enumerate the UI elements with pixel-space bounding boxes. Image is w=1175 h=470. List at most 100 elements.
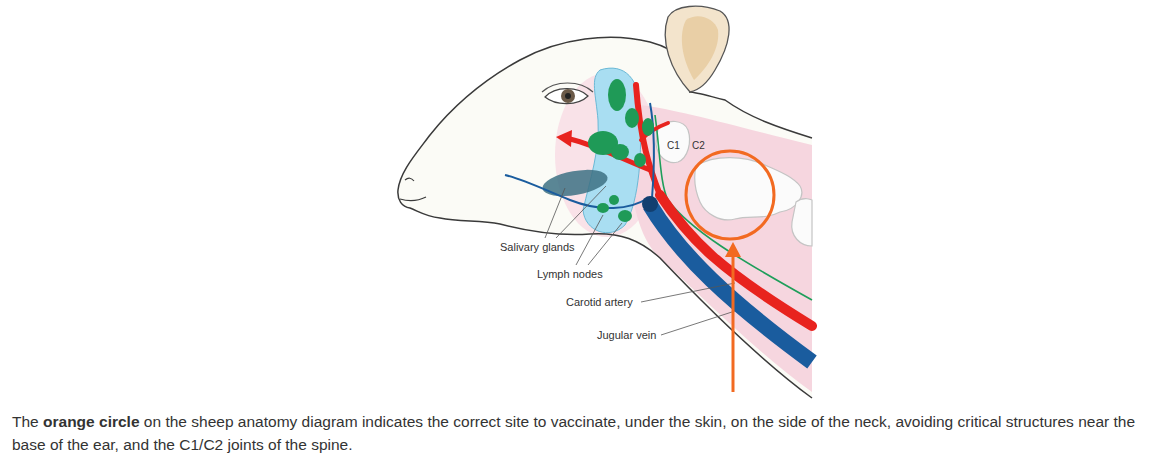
caption-word — [529, 413, 533, 430]
vein-branch — [650, 103, 654, 198]
caption-word: circle — [99, 413, 140, 430]
caption-word — [774, 413, 778, 430]
caption-word — [748, 413, 752, 430]
lymph-node — [642, 118, 654, 136]
caption-word — [953, 413, 957, 430]
caption-word: orange — [43, 413, 95, 430]
caption-word — [307, 436, 311, 453]
vein-end — [642, 196, 658, 212]
caption-word — [664, 413, 668, 430]
lymph-nodes — [588, 79, 654, 222]
caption-word — [264, 436, 268, 453]
ear — [665, 6, 729, 92]
caption-word: diagram — [302, 413, 358, 430]
anatomy-label: Carotid artery — [566, 296, 633, 309]
caption-word — [1074, 413, 1078, 430]
caption-word: indicates — [362, 413, 423, 430]
caption-word — [690, 413, 694, 430]
caption-word: skin, — [695, 413, 727, 430]
caption-word — [234, 413, 238, 430]
lymph-node — [634, 153, 646, 167]
caption-word — [423, 413, 427, 430]
caption-word — [140, 413, 144, 430]
leader-line — [641, 283, 735, 302]
sheep-body-fill — [398, 37, 812, 398]
caption-word: base — [12, 436, 46, 453]
caption-word: sheep — [191, 413, 233, 430]
leader-line — [576, 215, 603, 265]
caption-word — [824, 413, 828, 430]
caption-word: spine. — [311, 436, 352, 453]
caption-word: of — [268, 436, 281, 453]
caption-word — [297, 413, 301, 430]
leader-line — [588, 223, 622, 265]
lymph-node — [608, 79, 626, 111]
caption-word — [149, 436, 153, 453]
caption-word — [95, 413, 99, 430]
caption-word — [281, 436, 285, 453]
caption-word: the — [752, 413, 774, 430]
caption-word: correct — [453, 413, 500, 430]
lymph-node — [609, 195, 619, 205]
caption-word: the — [427, 413, 449, 430]
caption-word — [63, 436, 67, 453]
artery-head — [556, 130, 572, 147]
pointer-arrowhead — [725, 242, 741, 257]
caption-word: and — [123, 436, 149, 453]
caption-word: on — [144, 413, 161, 430]
pupil — [565, 93, 571, 99]
caption-word — [175, 436, 179, 453]
leader-line — [556, 186, 606, 238]
caption-word — [546, 413, 550, 430]
inner-ear — [682, 16, 718, 80]
anatomy-label: Salivary glands — [500, 241, 575, 254]
neck-tissue — [630, 105, 812, 392]
caption-word: of — [50, 436, 63, 453]
mouth-line — [400, 197, 426, 201]
iris — [561, 89, 575, 103]
lymph-node — [625, 108, 639, 128]
vein-branch — [505, 175, 648, 208]
caption-word — [1109, 413, 1113, 430]
caption-word — [891, 413, 895, 430]
caption-word: critical — [958, 413, 1002, 430]
caption-word — [1001, 413, 1005, 430]
caption-word — [39, 413, 43, 430]
caption-word — [807, 413, 811, 430]
vertebra-label: C2 — [692, 139, 705, 152]
nostril — [405, 178, 414, 181]
caption-word: vaccinate, — [551, 413, 621, 430]
vertebra-c3 — [792, 199, 812, 246]
mandibular-gland — [540, 165, 609, 200]
leader-line — [661, 311, 735, 335]
leader-lines — [545, 186, 735, 335]
caption-word: the — [828, 413, 850, 430]
caption-word — [449, 413, 453, 430]
caption-word: under — [625, 413, 665, 430]
caption-word — [46, 436, 50, 453]
lymph-node — [597, 203, 609, 213]
lymph-node — [618, 210, 632, 222]
figure-caption: The orange circle on the sheep anatomy d… — [12, 410, 1170, 456]
caption-word — [89, 436, 93, 453]
caption-word: the — [285, 436, 307, 453]
anatomy-label: Jugular vein — [597, 329, 656, 342]
caption-word — [161, 413, 165, 430]
caption-word — [187, 413, 191, 430]
caption-word — [850, 413, 854, 430]
caption-word: to — [533, 413, 546, 430]
caption-word: neck, — [854, 413, 891, 430]
caption-word — [727, 413, 731, 430]
lymph-node — [611, 144, 629, 160]
caption-word — [119, 436, 123, 453]
eye — [545, 89, 588, 104]
caption-word — [620, 413, 624, 430]
caption-word: on — [731, 413, 748, 430]
caption-word — [501, 413, 505, 430]
caption-word: site — [505, 413, 529, 430]
caption-word — [223, 436, 227, 453]
anatomy-label: Lymph nodes — [537, 268, 603, 281]
caption-word: of — [811, 413, 824, 430]
caption-word: joints — [228, 436, 264, 453]
